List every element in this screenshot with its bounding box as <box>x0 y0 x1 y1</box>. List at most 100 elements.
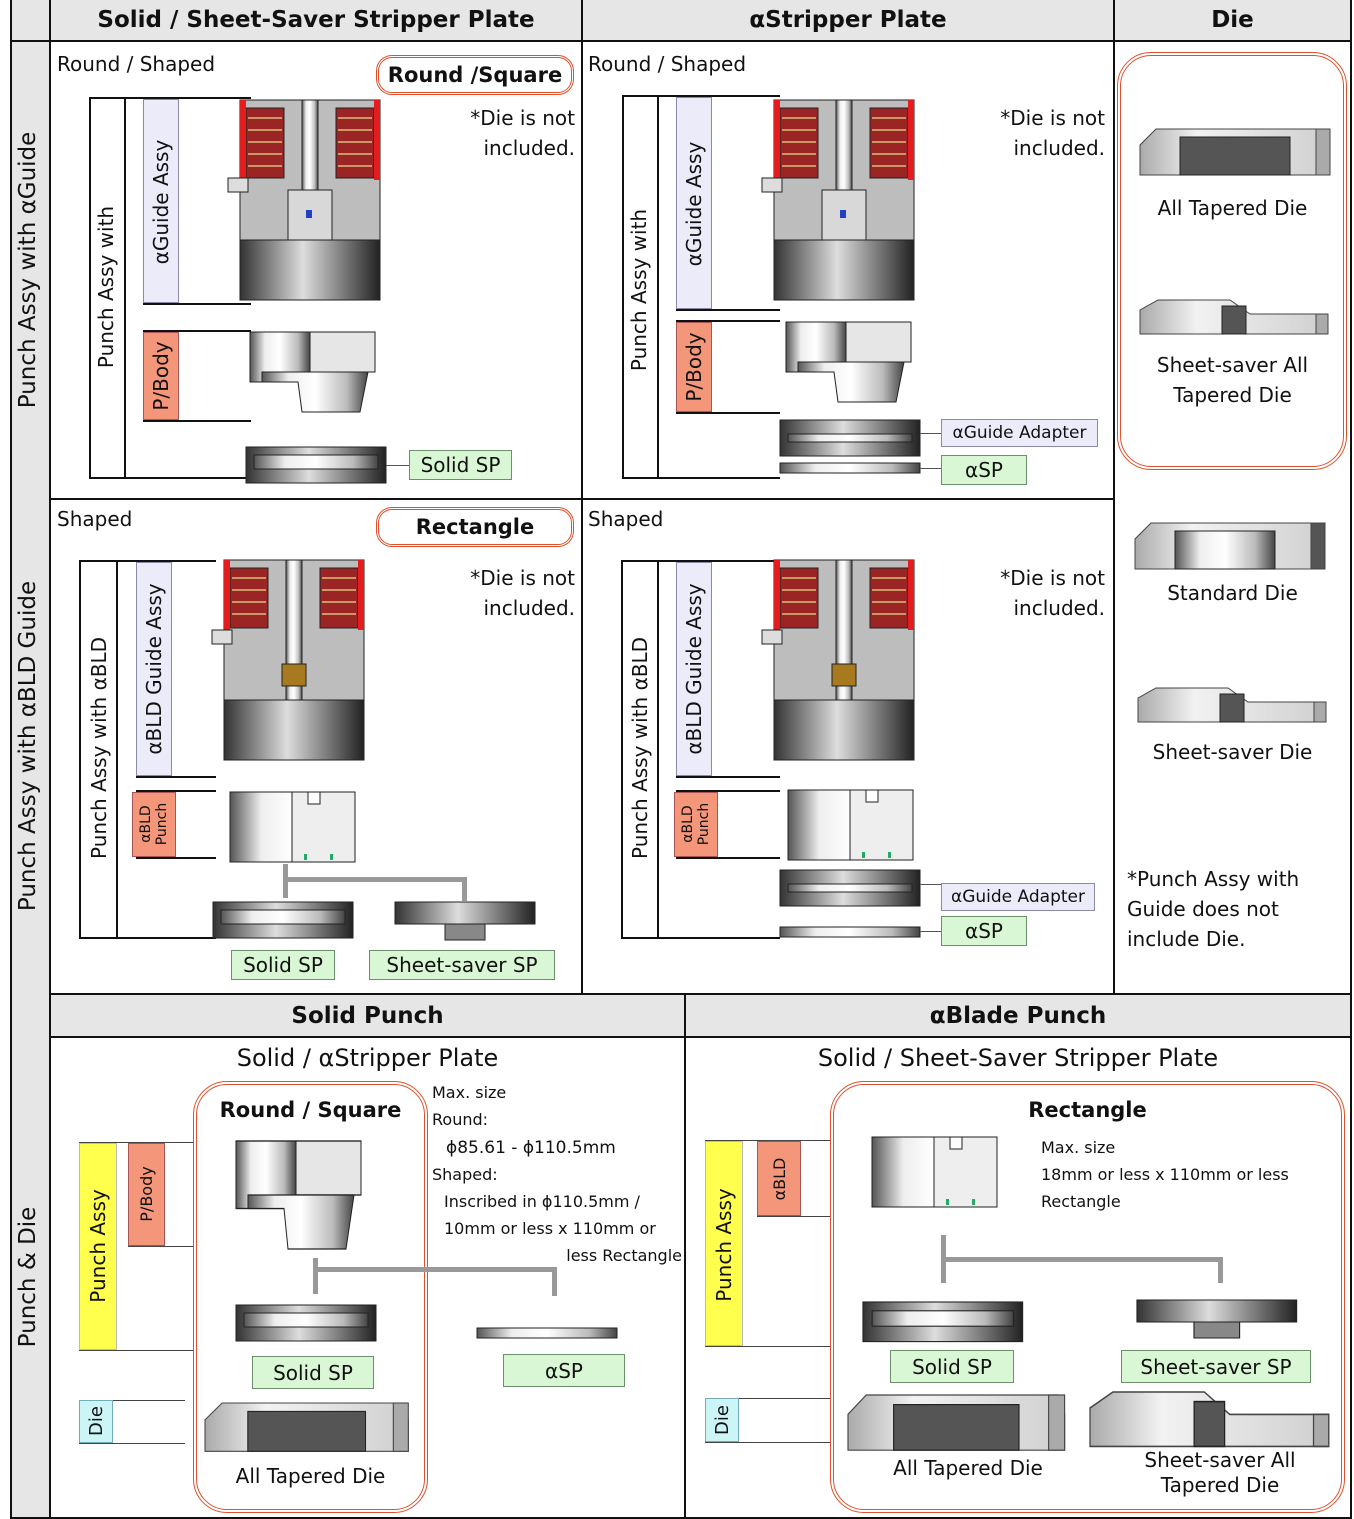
r1c1-assy-image <box>240 100 380 300</box>
r2c1-badge: Rectangle <box>376 507 574 547</box>
die-col-note: *Punch Assy with Guide does not include … <box>1127 864 1337 954</box>
r3-right-badge: Rectangle <box>830 1098 1345 1122</box>
r3-right-maxsize-line: Rectangle <box>1041 1190 1121 1214</box>
r3-left-maxsize-line: ϕ85.61 - ϕ110.5mm <box>446 1136 616 1160</box>
r1c1-body-label: P/Body <box>149 326 173 426</box>
r2c1-assy-image <box>224 560 364 760</box>
r3-right-maxsize-line: Max. size <box>1041 1136 1115 1160</box>
r1c1-body-image <box>250 332 380 417</box>
r1c2-shape: Round / Shaped <box>588 52 746 76</box>
header-astripper: αStripper Plate <box>583 0 1113 40</box>
r3-left-solid-sp-label: Solid SP <box>252 1356 374 1389</box>
r3-left-maxsize-line: less Rectangle <box>566 1244 682 1268</box>
r3-right-punch-assy-label: Punch Assy <box>712 1185 736 1305</box>
r2c1-guide-label: αBLD Guide Assy <box>142 579 166 759</box>
r3-left-body-label: P/Body <box>135 1154 157 1234</box>
r1c2-body-label: P/Body <box>682 317 706 417</box>
r1c2-adapter-leader <box>920 433 942 434</box>
r2c2-adapter-leader <box>920 884 942 885</box>
r3-left-maxsize: Max. size Round: ϕ85.61 - ϕ110.5mm Shape… <box>432 1081 684 1281</box>
r1c1-badge: Round /Square <box>376 55 574 95</box>
r3-left-maxsize-line: Inscribed in ϕ110.5mm / <box>444 1190 640 1214</box>
r3-left-die-image <box>205 1403 410 1453</box>
r3-left-maxsize-line: Max. size <box>432 1081 506 1105</box>
r2c2-adapter-label: αGuide Adapter <box>941 883 1095 911</box>
die-col-standard-label: Standard Die <box>1115 581 1350 605</box>
r2c1-punch-label: αBLD Punch <box>135 789 173 859</box>
r3-left-asp-image <box>477 1328 617 1338</box>
r3-right-title: Solid / Sheet-Saver Stripper Plate <box>686 1044 1350 1072</box>
r3-left-body-image <box>236 1141 366 1251</box>
r3-left-die-tag-label: Die <box>85 1396 107 1446</box>
r1c2-adapter-label: αGuide Adapter <box>941 419 1098 447</box>
r3-header-ablade-punch: αBlade Punch <box>686 995 1350 1036</box>
r2c1-solid-sp-image <box>213 902 353 938</box>
header-corner <box>12 0 49 40</box>
die-col-saver-tapered-image <box>1140 300 1328 334</box>
r1c2-sp-leader <box>920 468 942 469</box>
die-col-saver-label: Sheet-saver Die <box>1115 740 1350 764</box>
r1c1-outer-label: Punch Assy with <box>96 207 116 367</box>
r2c1-shape: Shaped <box>57 507 132 531</box>
r1c1-note: *Die is not included. <box>435 103 575 163</box>
r2c1-saver-sp-image <box>395 902 535 942</box>
die-col-saver-tapered-label: Sheet-saver All Tapered Die <box>1140 350 1325 410</box>
row-label-abld: Punch Assy with αBLD Guide <box>8 521 48 971</box>
r2c1-outer-label: Punch Assy with αBLD <box>89 648 109 848</box>
r3-right-bld-label: αBLD <box>768 1149 790 1209</box>
r3-right-die-tag-label: Die <box>711 1395 733 1445</box>
r1c2-sp-label: αSP <box>941 455 1027 485</box>
die-col-saver-image <box>1138 688 1326 722</box>
r2c2-sp-label: αSP <box>941 916 1027 946</box>
r3-right-solid-sp-image <box>863 1302 1023 1342</box>
r3-left-asp-label: αSP <box>503 1354 625 1387</box>
r1c1-sp-leader <box>386 465 410 466</box>
header-die: Die <box>1115 0 1350 40</box>
r2c2-assy-image <box>774 560 914 760</box>
r2c1-punch-image <box>230 792 355 862</box>
r3-header-solid-punch: Solid Punch <box>51 995 684 1036</box>
r1c1-sp-label: Solid SP <box>409 450 512 480</box>
r2c1-saver-sp-label: Sheet-saver SP <box>369 950 555 980</box>
r2c2-note: *Die is not included. <box>965 563 1105 623</box>
r2c1-note: *Die is not included. <box>435 563 575 623</box>
r1c2-sp-image <box>780 463 920 473</box>
r3-right-maxsize-line: 18mm or less x 110mm or less <box>1041 1163 1289 1187</box>
r3-right-die1-image <box>848 1395 1065 1451</box>
r3-right-die2-image <box>1090 1392 1330 1448</box>
r2c2-guide-label: αBLD Guide Assy <box>682 579 706 759</box>
row-label-aguide: Punch Assy with αGuide <box>8 45 48 495</box>
r3-left-title: Solid / αStripper Plate <box>51 1044 684 1072</box>
die-col-all-tapered-label: All Tapered Die <box>1115 196 1350 220</box>
r1c1-guide-label: αGuide Assy <box>149 122 173 282</box>
header-solid-sheet-saver: Solid / Sheet-Saver Stripper Plate <box>51 0 581 40</box>
r2c2-outer-label: Punch Assy with αBLD <box>630 648 650 848</box>
r1c2-body-image <box>786 322 916 407</box>
row-label-punch-die: Punch & Die <box>8 1177 48 1377</box>
r3-right-punch-image <box>872 1137 997 1207</box>
r2c2-shape: Shaped <box>588 507 663 531</box>
r3-left-solid-sp-image <box>236 1305 376 1341</box>
r3-right-saver-sp-label: Sheet-saver SP <box>1121 1350 1311 1383</box>
r1c2-assy-image <box>774 100 914 300</box>
r3-left-die-label: All Tapered Die <box>193 1464 428 1488</box>
r1c2-guide-label: αGuide Assy <box>682 124 706 284</box>
r2c2-sp-image <box>780 927 920 937</box>
r3-right-die1-label: All Tapered Die <box>848 1456 1088 1480</box>
r1c1-sp-image <box>246 447 386 483</box>
r1c2-outer-label: Punch Assy with <box>629 210 649 370</box>
r3-right-maxsize: Max. size 18mm or less x 110mm or less R… <box>1041 1136 1341 1226</box>
r2c2-punch-label: αBLD Punch <box>677 789 715 859</box>
die-col-all-tapered-image <box>1140 129 1330 175</box>
die-col-standard-image <box>1135 523 1325 569</box>
r3-right-saver-sp-image <box>1137 1300 1297 1340</box>
r3-left-maxsize-line: Shaped: <box>432 1163 498 1187</box>
r2c2-sp-leader <box>920 931 942 932</box>
r3-right-die2-label: Sheet-saver All Tapered Die <box>1120 1448 1320 1498</box>
r3-right-solid-sp-label: Solid SP <box>890 1350 1014 1383</box>
r3-left-punch-assy-label: Punch Assy <box>86 1186 110 1306</box>
r1c2-adapter-image <box>780 420 920 456</box>
r2c2-adapter-image <box>780 870 920 906</box>
r3-left-maxsize-line: Round: <box>432 1108 488 1132</box>
r1c1-shape: Round / Shaped <box>57 52 215 76</box>
